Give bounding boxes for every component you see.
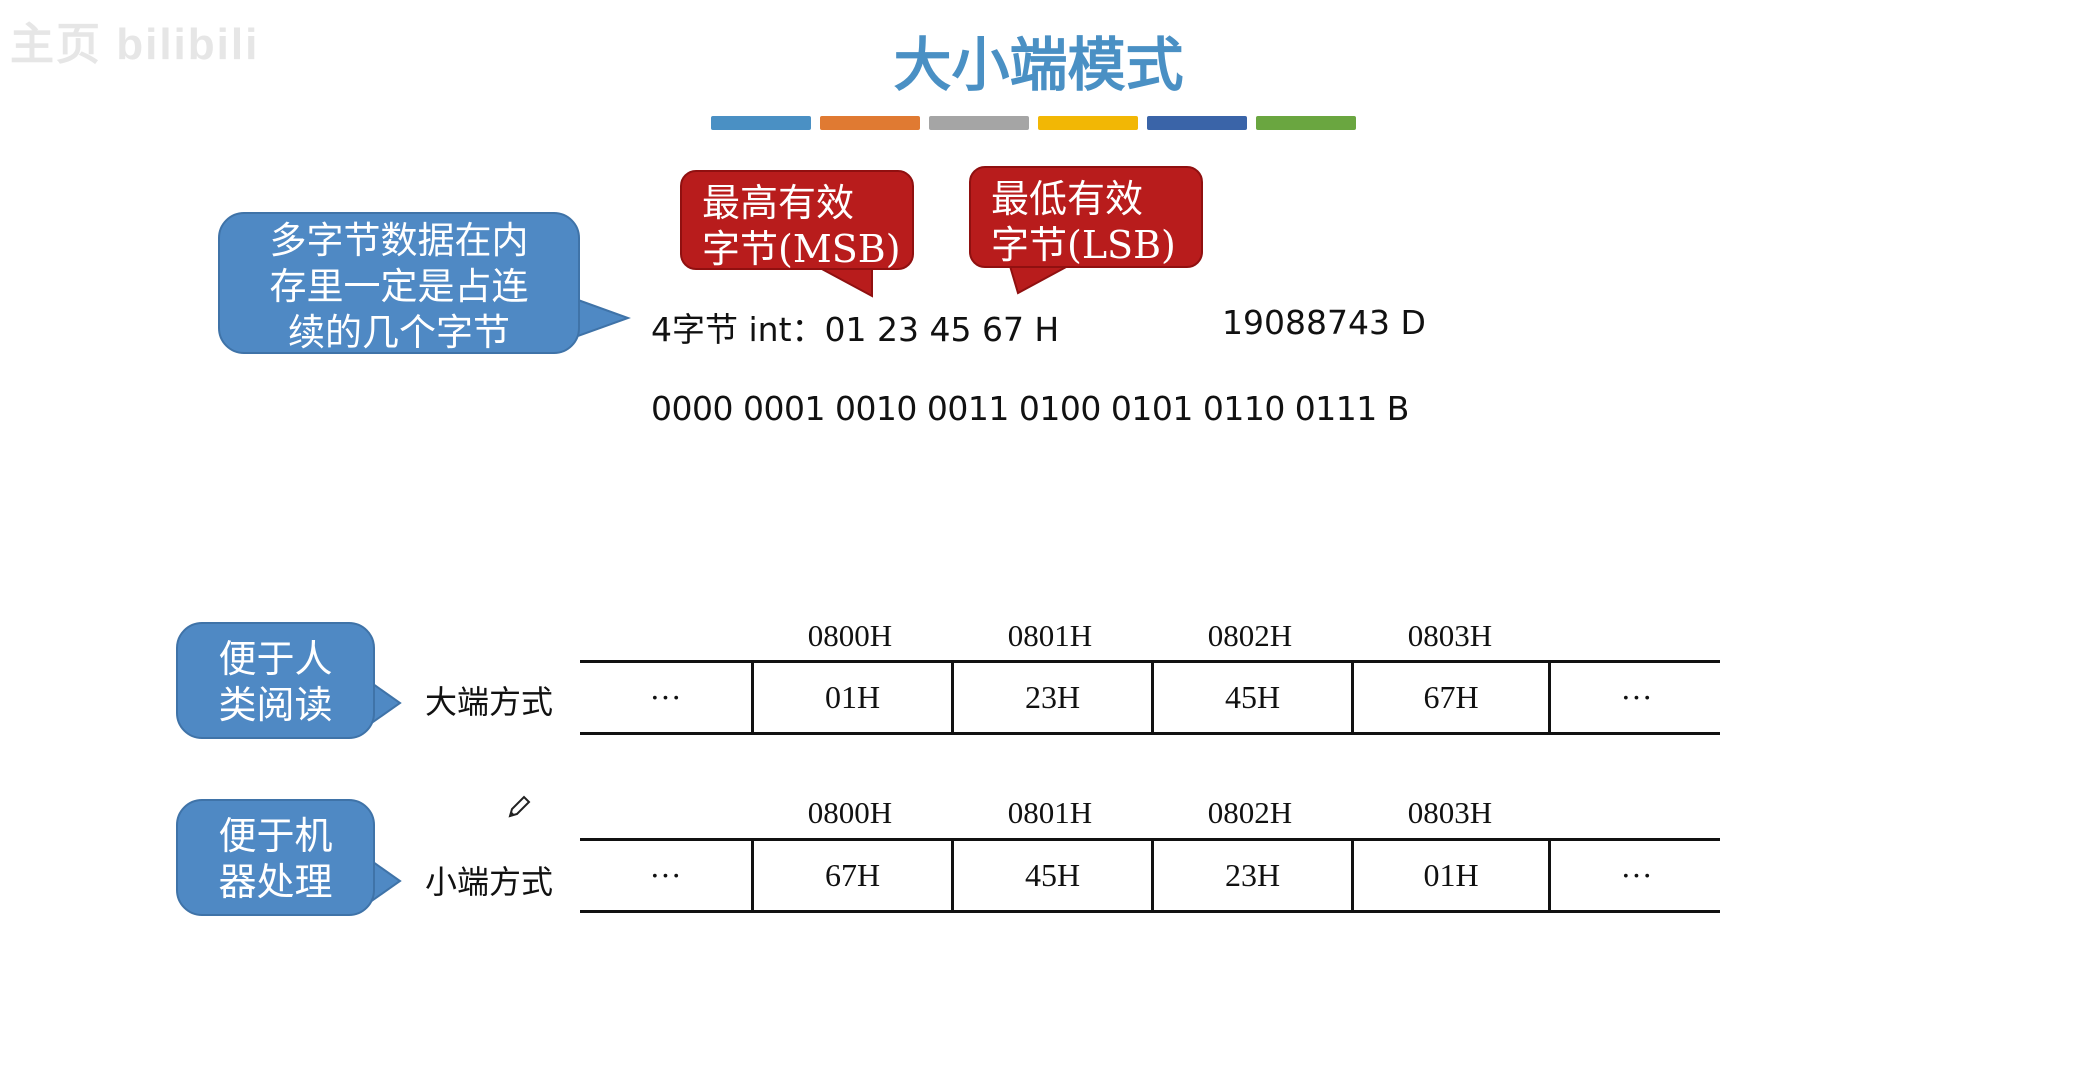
little-endian-memory-row: ··· 67H 45H 23H 01H ··· bbox=[580, 838, 1720, 913]
binary-value: 0000 0001 0010 0011 0100 0101 0110 0111 … bbox=[651, 389, 1409, 428]
callout-contiguous-bytes: 多字节数据在内 存里一定是占连 续的几个字节 bbox=[218, 212, 580, 354]
address-label: 0802H bbox=[1207, 618, 1293, 653]
color-bar-segment bbox=[1038, 116, 1138, 130]
page-title: 大小端模式 bbox=[893, 31, 1184, 99]
color-bar-segment bbox=[1256, 116, 1356, 130]
color-bar-segment bbox=[1147, 116, 1247, 130]
color-bar-segment bbox=[711, 116, 811, 130]
memory-cell-ellipsis: ··· bbox=[649, 857, 682, 893]
pencil-icon bbox=[508, 795, 531, 818]
little-endian-label: 小端方式 bbox=[425, 863, 554, 901]
memory-cell: 01H bbox=[1351, 841, 1551, 910]
callout-line: 器处理 bbox=[218, 860, 333, 904]
color-bar bbox=[711, 116, 1356, 130]
address-label: 0803H bbox=[1407, 618, 1493, 653]
callout-human-readable: 便于人 类阅读 bbox=[176, 622, 375, 739]
address-label: 0800H bbox=[807, 618, 893, 653]
address-label: 0800H bbox=[807, 795, 893, 830]
address-label: 0803H bbox=[1407, 795, 1493, 830]
callout-line: 字节(LSB) bbox=[991, 223, 1176, 267]
callout-line: 多字节数据在内 bbox=[269, 219, 529, 262]
callout-line: 类阅读 bbox=[218, 683, 333, 727]
callout-line: 续的几个字节 bbox=[288, 311, 510, 354]
memory-cell: 45H bbox=[951, 841, 1151, 910]
callout-msb-tail bbox=[819, 267, 873, 298]
big-endian-label: 大端方式 bbox=[425, 683, 554, 721]
color-bar-segment bbox=[820, 116, 920, 130]
callout-line: 便于人 bbox=[218, 637, 333, 681]
memory-cell: 01H bbox=[751, 663, 951, 732]
callout-line: 存里一定是占连 bbox=[269, 265, 529, 308]
big-endian-memory-row: ··· 01H 23H 45H 67H ··· bbox=[580, 660, 1720, 735]
color-bar-segment bbox=[929, 116, 1029, 130]
address-label: 0802H bbox=[1207, 795, 1293, 830]
memory-cell-ellipsis: ··· bbox=[649, 679, 682, 715]
callout-lsb-tail bbox=[1008, 265, 1069, 295]
memory-cell: 23H bbox=[951, 663, 1151, 732]
callout-line: 最高有效 bbox=[702, 181, 855, 225]
memory-cell-ellipsis: ··· bbox=[1620, 857, 1653, 893]
memory-cell: 45H bbox=[1151, 663, 1351, 732]
hex-value: 4字节 int：01 23 45 67 H bbox=[651, 310, 1060, 349]
address-label: 0801H bbox=[1007, 795, 1093, 830]
callout-line: 字节(MSB) bbox=[702, 227, 901, 271]
callout-main-tail bbox=[577, 298, 631, 338]
memory-cell: 67H bbox=[1351, 663, 1551, 732]
watermark: 主页 bilibili bbox=[10, 20, 260, 69]
memory-cell: 23H bbox=[1151, 841, 1351, 910]
callout-machine-tail bbox=[372, 860, 402, 902]
address-label: 0801H bbox=[1007, 618, 1093, 653]
callout-line: 便于机 bbox=[218, 814, 333, 858]
callout-machine-processing: 便于机 器处理 bbox=[176, 799, 375, 916]
callout-lsb: 最低有效 字节(LSB) bbox=[969, 166, 1203, 268]
decimal-value: 19088743 D bbox=[1222, 303, 1426, 342]
memory-cell-ellipsis: ··· bbox=[1620, 679, 1653, 715]
callout-line: 最低有效 bbox=[991, 177, 1144, 221]
callout-msb: 最高有效 字节(MSB) bbox=[680, 170, 914, 271]
memory-cell: 67H bbox=[751, 841, 951, 910]
callout-human-tail bbox=[372, 682, 402, 724]
